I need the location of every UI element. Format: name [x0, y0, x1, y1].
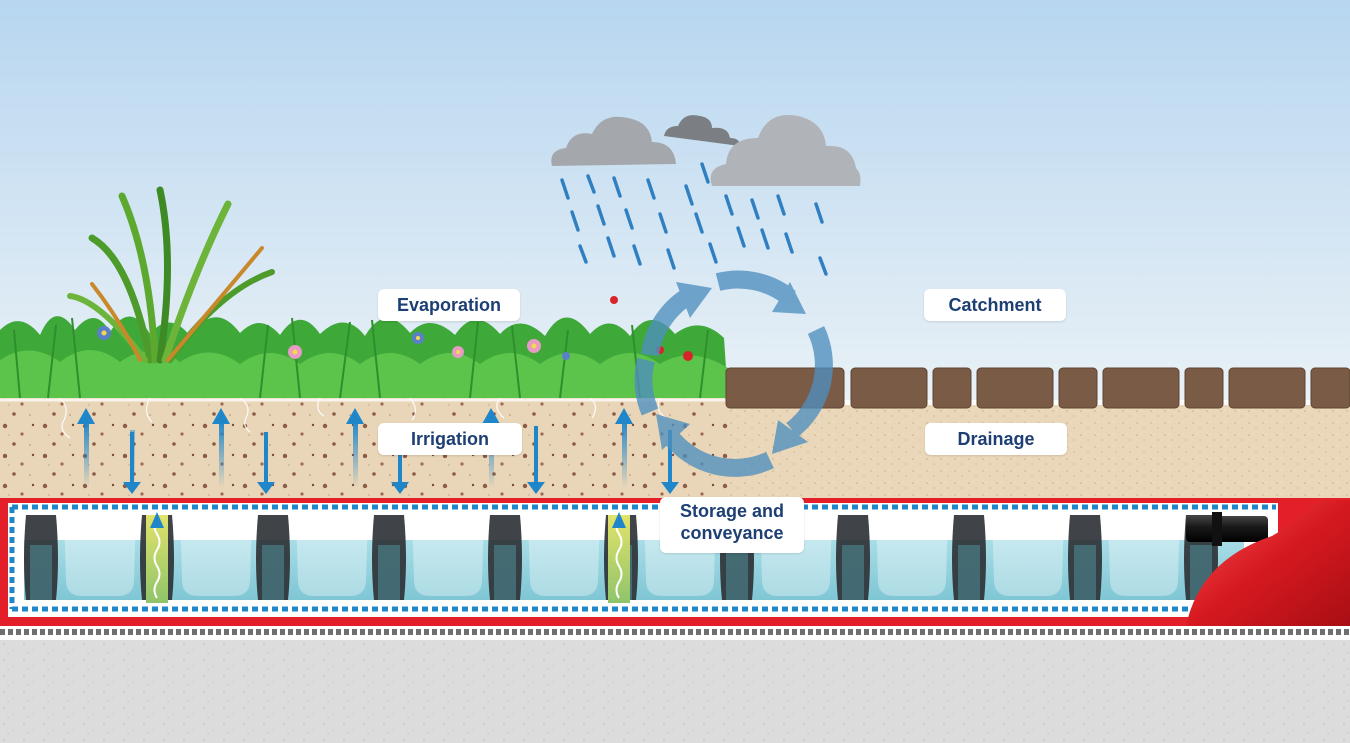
storage-pedestal-water [494, 545, 516, 600]
storage-pedestal-water [30, 545, 52, 600]
storage-bowl [64, 518, 136, 596]
arrow-up-icon [77, 408, 95, 488]
storage-bowl [412, 518, 484, 596]
arrow-down-icon [527, 426, 545, 494]
grass-layer [0, 316, 728, 399]
concrete-deck [0, 640, 1350, 743]
storage-pedestal-water [1074, 545, 1096, 600]
roots [0, 397, 728, 439]
storage-bowl [992, 518, 1064, 596]
storage-pedestal-water [958, 545, 980, 600]
storage-bowl [296, 518, 368, 596]
arrow-up-icon [615, 408, 633, 488]
capillary-wicks [146, 512, 630, 603]
arrow-updown-icon [123, 432, 141, 494]
storage-label-line1: Storage and [679, 501, 785, 521]
drainage-label: Drainage [925, 423, 1067, 455]
arrow-up-icon [346, 408, 364, 488]
catchment-label: Catchment [924, 289, 1066, 321]
arrow-down-icon [661, 430, 679, 494]
storage-pedestal-water [262, 545, 284, 600]
irrigation-arrows [77, 408, 679, 494]
flowers [97, 296, 693, 361]
evaporation-label: Evaporation [378, 289, 520, 321]
irrigation-label: Irrigation [378, 423, 522, 455]
water-cycle-icon [634, 270, 833, 477]
storage-pedestal-water [726, 545, 748, 600]
membrane-upturn [1186, 500, 1350, 626]
arrow-up-icon [212, 408, 230, 488]
outlet-pipe [1186, 512, 1268, 546]
substrate-layer [0, 396, 728, 500]
cloud-icon [551, 114, 861, 186]
geotextile [9, 504, 1276, 612]
storage-bowl [528, 518, 600, 596]
storage-conveyance-label: Storage and conveyance [660, 497, 804, 553]
arrow-down-icon [391, 432, 409, 494]
storage-pedestal-water [842, 545, 864, 600]
storage-pedestal-water [378, 545, 400, 600]
arrow-down-icon [257, 432, 275, 494]
storage-label-line2: conveyance [680, 523, 784, 543]
plant-icon [67, 186, 275, 364]
rain-drops [560, 162, 828, 276]
storage-bowl [1108, 518, 1180, 596]
storage-bowl [876, 518, 948, 596]
storage-bowl [180, 518, 252, 596]
